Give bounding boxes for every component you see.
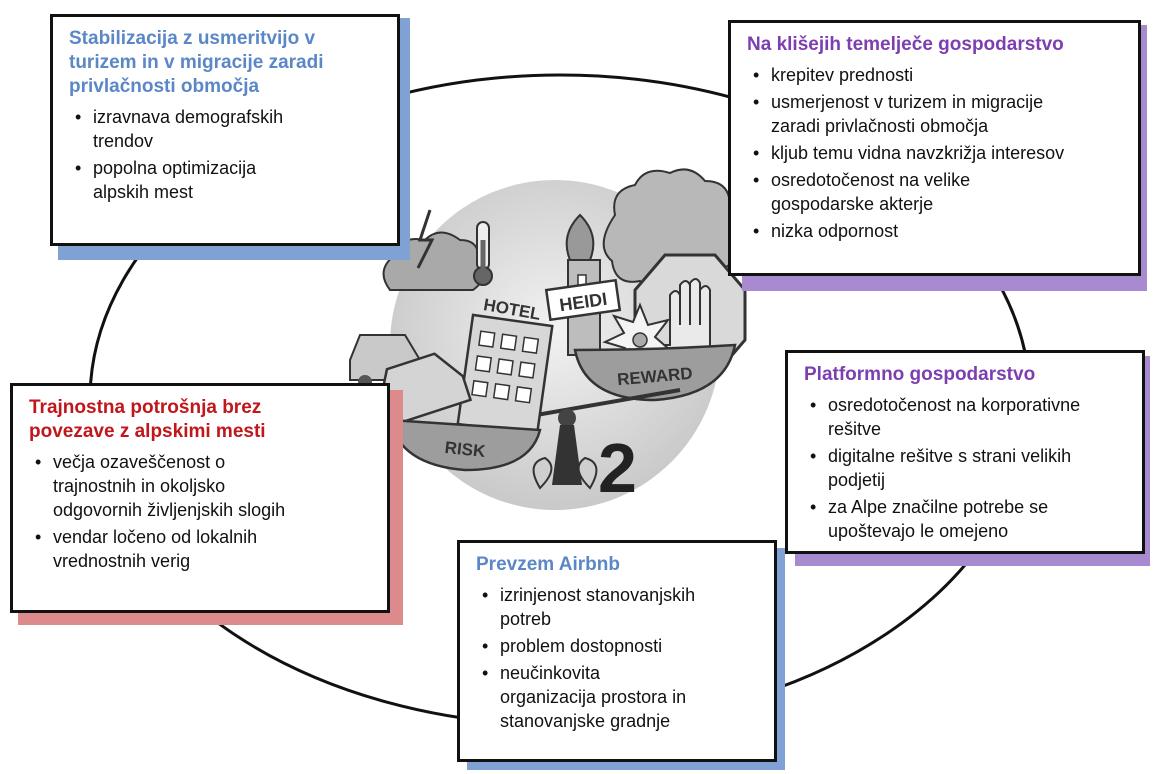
hotel-building-icon: HOTEL — [456, 295, 554, 437]
card-title-line: Platformno gospodarstvo — [804, 364, 1036, 385]
card-title-line: Na klišejih temelječe gospodarstvo — [747, 34, 1064, 55]
card-item-list: osredotočenost na korporativne rešitve dig… — [804, 393, 1128, 543]
card-item-list: večja ozaveščenost o trajnostnih in okolj… — [29, 450, 373, 573]
card-bullet-item: krepitev prednosti — [747, 63, 1124, 87]
risk-bowl: RISK — [388, 418, 542, 472]
bullet-text-line: popolna optimizacija — [93, 158, 257, 178]
bullet-text-line: za Alpe značilne potrebe se — [828, 497, 1049, 517]
bullet-text-line: krepitev prednosti — [771, 65, 914, 85]
bullet-text-line: osredotočenost na velike — [771, 170, 971, 190]
thermometer-icon — [473, 221, 493, 286]
bullet-text-line: digitalne rešitve s strani velikih — [828, 446, 1072, 466]
bullet-text-line: trendov — [93, 131, 154, 151]
bullet-text-line: gospodarske akterje — [771, 194, 934, 214]
card-bullet-item: nizka odpornost — [747, 219, 1124, 243]
risk-label: RISK — [444, 438, 487, 461]
card-bullet-item: problem dostopnosti — [476, 634, 760, 658]
bullet-text-line: kljub temu vidna navzkrižja interesov — [771, 143, 1065, 163]
card-item-list: izravnava demografskih trendov popolna opt… — [69, 105, 383, 204]
card-title: Stabilizacija z usmeritvijo v turizem in … — [69, 27, 383, 99]
heidi-sign: HEIDI — [544, 278, 622, 322]
bullet-text-line: podjetij — [828, 470, 886, 490]
scenario-card-platformno: Platformno gospodarstvo osredotočenost n… — [785, 350, 1145, 554]
card-bullet-item: izravnava demografskih trendov — [69, 105, 383, 153]
bullet-text-line: zaradi privlačnosti območja — [771, 116, 989, 136]
bullet-text-line: vendar ločeno od lokalnih — [53, 527, 258, 547]
bullet-text-line: alpskih mest — [93, 182, 194, 202]
card-title-line: Stabilizacija z usmeritvijo v — [69, 28, 316, 49]
bullet-text-line: osredotočenost na korporativne — [828, 395, 1081, 415]
card-title-line: turizem in v migracije zaradi — [69, 52, 324, 73]
card-bullet-item: osredotočenost na korporativne rešitve — [804, 393, 1128, 441]
card-bullet-item: osredotočenost na velike gospodarske akte… — [747, 168, 1124, 216]
card-title-line: privlačnosti območja — [69, 76, 260, 97]
card-item-list: krepitev prednosti usmerjenost v turizem … — [747, 63, 1124, 243]
card-bullet-item: neučinkovita organizacija prostora in stan… — [476, 661, 760, 733]
card-bullet-item: izrinjenost stanovanjskih potreb — [476, 583, 760, 631]
card-title-line: povezave z alpskimi mesti — [29, 421, 266, 442]
scenario-card-trajnostna: Trajnostna potrošnja brez povezave z alps… — [10, 383, 390, 613]
balance-pivot — [532, 409, 598, 490]
card-title: Trajnostna potrošnja brez povezave z alps… — [29, 396, 373, 444]
bullet-text-line: upoštevajo le omejeno — [828, 521, 1009, 541]
bullet-text-line: izrinjenost stanovanjskih — [500, 585, 696, 605]
scenario-card-klisejih: Na klišejih temelječe gospodarstvo krepi… — [728, 20, 1141, 276]
card-item-list: izrinjenost stanovanjskih potreb problem d… — [476, 583, 760, 733]
bullet-text-line: vrednostnih verig — [53, 551, 191, 571]
bullet-text-line: izravnava demografskih — [93, 107, 284, 127]
scenario-card-airbnb: Prevzem Airbnb izrinjenost stanovanjskih… — [457, 540, 777, 762]
scenario-card-stabilizacija: Stabilizacija z usmeritvijo v turizem in … — [50, 14, 400, 246]
reward-bowl: REWARD — [573, 343, 737, 402]
card-title-line: Trajnostna potrošnja brez — [29, 397, 262, 418]
bullet-text-line: stanovanjske gradnje — [500, 711, 671, 731]
bullet-text-line: usmerjenost v turizem in migracije — [771, 92, 1044, 112]
card-bullet-item: za Alpe značilne potrebe se upoštevajo le… — [804, 495, 1128, 543]
card-bullet-item: kljub temu vidna navzkrižja interesov — [747, 141, 1124, 165]
card-title: Platformno gospodarstvo — [804, 363, 1128, 387]
card-bullet-item: popolna optimizacija alpskih mest — [69, 156, 383, 204]
bullet-text-line: nizka odpornost — [771, 221, 899, 241]
card-bullet-item: usmerjenost v turizem in migracije zaradi… — [747, 90, 1124, 138]
bullet-text-line: neučinkovita — [500, 663, 601, 683]
card-title: Prevzem Airbnb — [476, 553, 760, 577]
card-bullet-item: vendar ločeno od lokalnih vrednostnih ver… — [29, 525, 373, 573]
card-title-line: Prevzem Airbnb — [476, 554, 620, 575]
bullet-text-line: potreb — [500, 609, 552, 629]
bullet-text-line: organizacija prostora in — [500, 687, 687, 707]
number-2: 2 — [598, 429, 637, 507]
bullet-text-line: problem dostopnosti — [500, 636, 663, 656]
card-bullet-item: večja ozaveščenost o trajnostnih in okolj… — [29, 450, 373, 522]
bullet-text-line: večja ozaveščenost o — [53, 452, 226, 472]
card-title: Na klišejih temelječe gospodarstvo — [747, 33, 1124, 57]
bullet-text-line: rešitve — [828, 419, 882, 439]
card-bullet-item: digitalne rešitve s strani velikih podjet… — [804, 444, 1128, 492]
bullet-text-line: trajnostnih in okoljsko — [53, 476, 226, 496]
bullet-text-line: odgovornih življenjskih slogih — [53, 500, 286, 520]
